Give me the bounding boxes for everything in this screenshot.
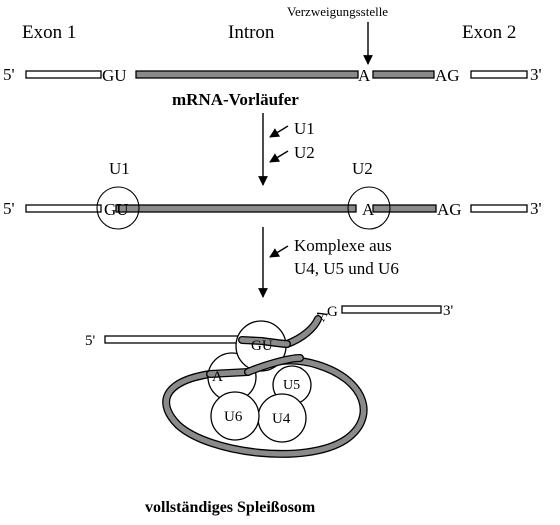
row2-branch-a: A bbox=[362, 200, 375, 219]
spliceosome-caption: vollständiges Spleißosom bbox=[145, 499, 316, 516]
row2-five-prime: 5' bbox=[3, 199, 15, 218]
step1-u1-arrow bbox=[269, 125, 289, 138]
spliceosome-five-prime: 5' bbox=[85, 333, 96, 349]
row2-three-prime: 3' bbox=[530, 199, 542, 218]
row2-exon1 bbox=[25, 204, 102, 213]
row1-three-prime: 3' bbox=[530, 65, 542, 84]
row1-five-prime: 5' bbox=[3, 65, 15, 84]
row2-u2-snrnp bbox=[347, 186, 391, 230]
spliceosome-exon2 bbox=[341, 305, 442, 314]
row1-branch-a: A bbox=[358, 66, 371, 85]
intron-label: Intron bbox=[228, 22, 275, 43]
row2-u1-snrnp bbox=[96, 186, 140, 230]
spliceosome-exon1 bbox=[104, 335, 244, 344]
row2-u2-label: U2 bbox=[352, 159, 373, 178]
spliceosome-u5-label: U5 bbox=[283, 378, 300, 393]
row1-intron-left bbox=[135, 70, 359, 79]
spliceosome-three-prime: 3' bbox=[443, 303, 454, 319]
spliceosome-u4-label: U4 bbox=[272, 411, 291, 427]
row2-ag: AG bbox=[437, 200, 462, 219]
row1-exon1 bbox=[25, 70, 102, 79]
row2-gu: GU bbox=[104, 200, 129, 219]
row1-intron-right bbox=[372, 70, 435, 79]
step1-u2-label: U2 bbox=[294, 143, 315, 162]
step1-u2-arrow bbox=[269, 150, 289, 163]
row1-gu: GU bbox=[102, 66, 127, 85]
spliceosome-branch-a: A bbox=[212, 369, 223, 385]
step1-u1-label: U1 bbox=[294, 119, 315, 138]
row1-ag: AG bbox=[435, 66, 460, 85]
step2-line1: Komplexe aus bbox=[294, 236, 392, 255]
exon1-label: Exon 1 bbox=[22, 22, 76, 43]
row2-exon2 bbox=[470, 204, 528, 213]
row2-intron-left bbox=[115, 204, 357, 213]
step2-line2: U4, U5 und U6 bbox=[294, 259, 399, 278]
row2-intron-right bbox=[372, 204, 437, 213]
branch-point-label: Verzweigungsstelle bbox=[287, 4, 388, 19]
spliceosome-u6 bbox=[210, 391, 260, 441]
step2-complex-arrow bbox=[269, 245, 289, 258]
row1-exon2 bbox=[470, 70, 528, 79]
spliceosome-ag-g: G bbox=[327, 304, 338, 320]
pre-mrna-label: mRNA-Vorläufer bbox=[172, 90, 299, 109]
exon2-label: Exon 2 bbox=[462, 22, 516, 43]
spliceosome-u6-label: U6 bbox=[224, 409, 243, 425]
row2-u1-label: U1 bbox=[109, 159, 130, 178]
spliceosome-gu: GU bbox=[251, 338, 273, 354]
